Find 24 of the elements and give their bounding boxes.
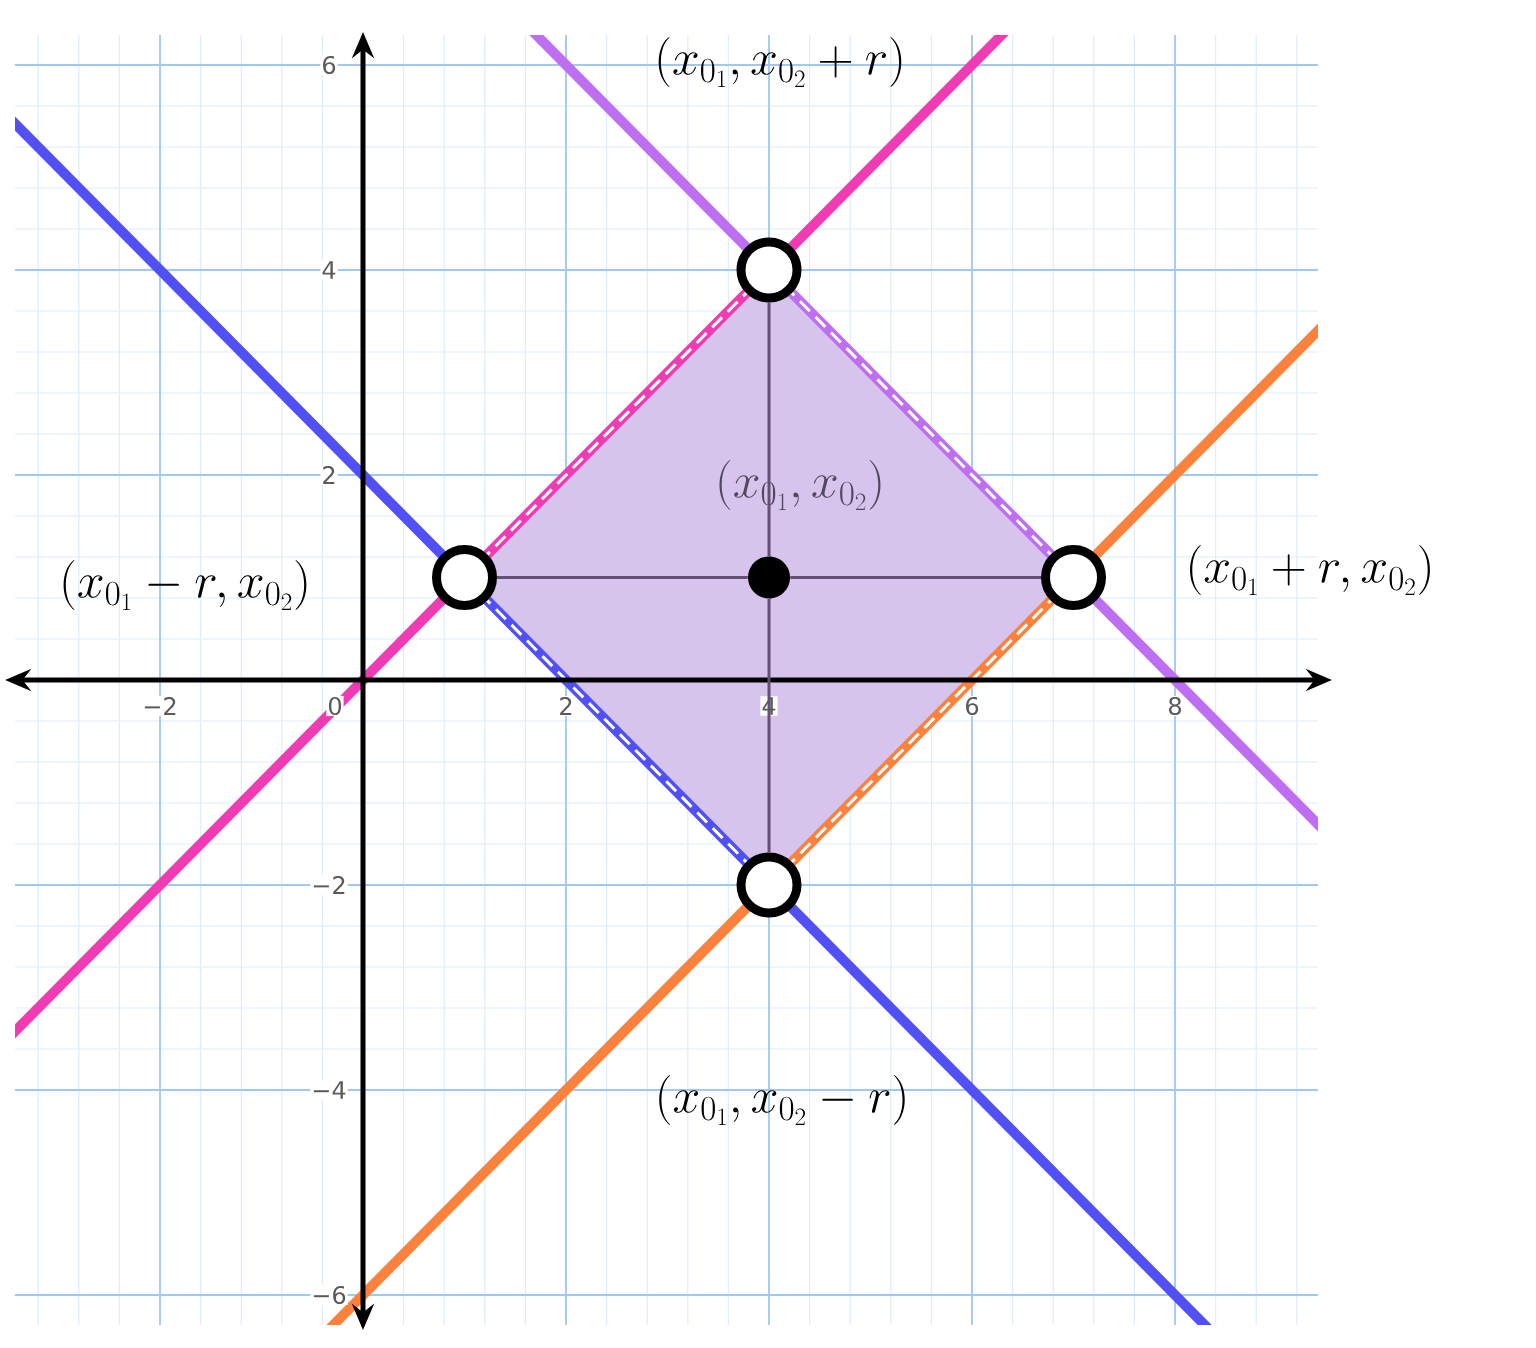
point-marker bbox=[748, 556, 790, 599]
point-marker bbox=[736, 237, 802, 303]
point-marker bbox=[432, 545, 497, 610]
point-label: $(x_{0_1} - r, x_{0_2})$ bbox=[63, 559, 307, 611]
point-label: $(x_{0_1}, x_{0_2} - r)$ bbox=[659, 1074, 905, 1126]
line-segment bbox=[767, 598, 771, 853]
tick-label: 2 bbox=[320, 465, 338, 485]
point-marker bbox=[1041, 545, 1106, 610]
point-marker bbox=[736, 852, 802, 918]
tick-label: 8 bbox=[1166, 695, 1184, 717]
line-segment bbox=[767, 302, 771, 557]
tick-label: 4 bbox=[320, 260, 338, 280]
tick-label: −4 bbox=[310, 1080, 348, 1100]
tick-label: 6 bbox=[320, 54, 338, 76]
line-segment bbox=[790, 576, 1041, 579]
tick-label: 0 bbox=[326, 695, 344, 717]
tick-label: 6 bbox=[963, 695, 981, 717]
line-segment bbox=[497, 576, 748, 579]
tick-label: 2 bbox=[557, 696, 575, 716]
tick-label: −2 bbox=[141, 696, 179, 716]
tick-label: −2 bbox=[310, 875, 348, 895]
point-label: $(x_{0_1}, x_{0_2} + r)$ bbox=[658, 36, 902, 88]
tick-label: −6 bbox=[310, 1284, 348, 1306]
point-label: $(x_{0_1} + r, x_{0_2})$ bbox=[1190, 544, 1430, 596]
